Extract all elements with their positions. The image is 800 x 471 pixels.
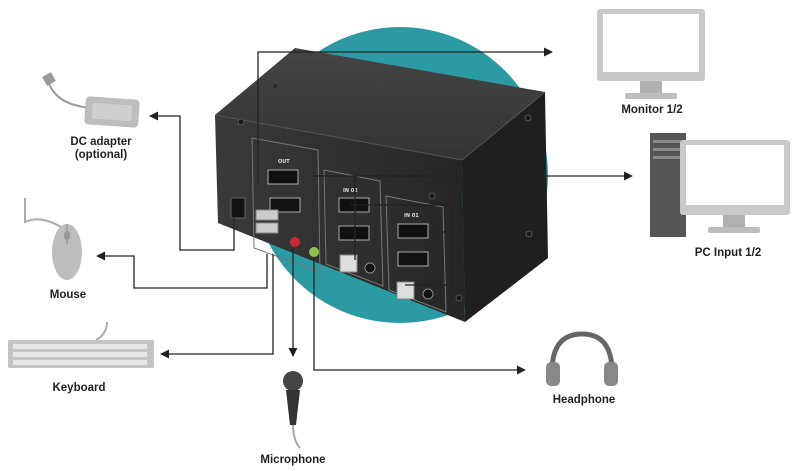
connection-lines (96, 47, 633, 375)
dc-adapter-label-line2: (optional) (74, 149, 128, 161)
dc-jack-port (230, 197, 246, 219)
out-port-label: OUT (278, 159, 290, 165)
monitor-connection-line (257, 47, 553, 185)
dc-adapter-connection-line (149, 111, 235, 251)
headphone-connection-line (313, 258, 526, 375)
in1-port-label: IN 01 (404, 213, 419, 219)
in2-port-panel: IN 02 (323, 169, 384, 287)
pc-icon (650, 133, 790, 237)
microphone-icon (283, 371, 303, 449)
mouse-label: Mouse (49, 289, 87, 301)
in1-port-panel: IN 01 (385, 195, 447, 313)
dc-adapter-label: DC adapter (optional) (56, 136, 146, 162)
out-port-panel: OUT (251, 137, 321, 273)
headphone-label: Headphone (552, 394, 616, 406)
dc-adapter-label-line1: DC adapter (70, 136, 132, 148)
pc-input-label: PC Input 1/2 (694, 247, 762, 259)
microphone-label: Microphone (260, 454, 326, 466)
monitor-icon (597, 9, 705, 99)
mouse-connection-line (96, 251, 268, 289)
keyboard-icon (8, 321, 154, 368)
kvm-switch: OUT IN 02 IN 01 (214, 48, 548, 322)
monitor-label: Monitor 1/2 (621, 104, 683, 116)
in2-port-label: IN 02 (343, 188, 358, 194)
headphone-icon (546, 331, 618, 386)
mouse-icon (24, 198, 82, 280)
dc-adapter-icon (42, 72, 140, 128)
keyboard-label: Keyboard (52, 382, 106, 394)
keyboard-connection-line (160, 254, 274, 359)
